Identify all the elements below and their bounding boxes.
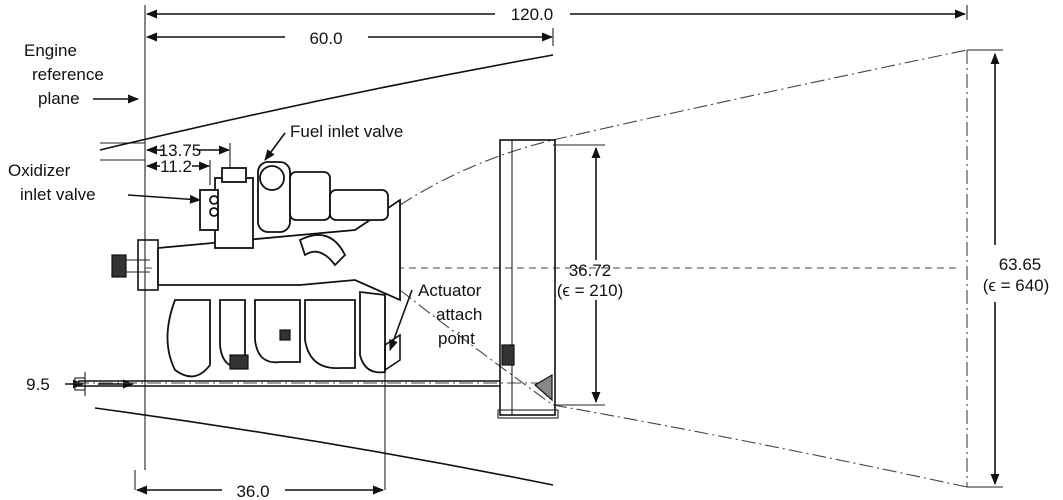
dim-nozzle-small: 36.72 (ϵ = 210) (553, 144, 624, 406)
label-actuator-attach-point-line1: Actuator (418, 281, 482, 300)
dim-fuel-valve-offset: 13.75 (145, 141, 231, 160)
dim-nozzle-large: 63.65 (ϵ = 640) (967, 49, 1050, 488)
dim-overall-length: 120.0 (145, 5, 967, 24)
dim-oxidizer-valve-offset: 11.2 (145, 157, 211, 176)
dim-gimbal-offset: 9.5 (26, 372, 135, 396)
label-oxidizer-inlet-valve: Oxidizer inlet valve (8, 161, 96, 204)
label-actuator-attach-point-line2: attach (436, 305, 482, 324)
label-engine-reference-plane-line2: reference (32, 65, 104, 84)
dim-gimbal-offset-label: 9.5 (26, 375, 50, 394)
dim-oxidizer-valve-offset-label: 11.2 (160, 157, 192, 176)
leader-lines (93, 94, 413, 352)
label-engine-reference-plane-line3: plane (38, 89, 80, 108)
dim-actuator-distance: 36.0 (135, 482, 385, 500)
dim-nozzle-large-label: 63.65 (999, 255, 1042, 274)
dim-reference-to-exit-label: 60.0 (309, 29, 342, 48)
nozzle-skirt (497, 139, 559, 419)
dim-nozzle-large-ratio: (ϵ = 640) (983, 276, 1050, 295)
dim-fuel-valve-offset-label: 13.75 (159, 141, 202, 160)
dim-overall-length-label: 120.0 (511, 5, 554, 24)
dim-nozzle-small-label: 36.72 (569, 261, 612, 280)
dim-actuator-distance-label: 36.0 (236, 482, 269, 500)
dim-reference-to-exit: 60.0 (145, 28, 554, 48)
label-actuator-attach-point-line3: point (438, 329, 475, 348)
label-oxidizer-inlet-valve-line2: inlet valve (20, 185, 96, 204)
label-engine-reference-plane: Engine reference plane (24, 41, 104, 108)
engine-body (74, 161, 500, 391)
dim-nozzle-small-ratio: (ϵ = 210) (557, 281, 624, 300)
label-engine-reference-plane-line1: Engine (24, 41, 77, 60)
label-fuel-inlet-valve: Fuel inlet valve (290, 122, 403, 141)
label-oxidizer-inlet-valve-line1: Oxidizer (8, 161, 71, 180)
label-actuator-attach-point: Actuator attach point (418, 281, 482, 348)
